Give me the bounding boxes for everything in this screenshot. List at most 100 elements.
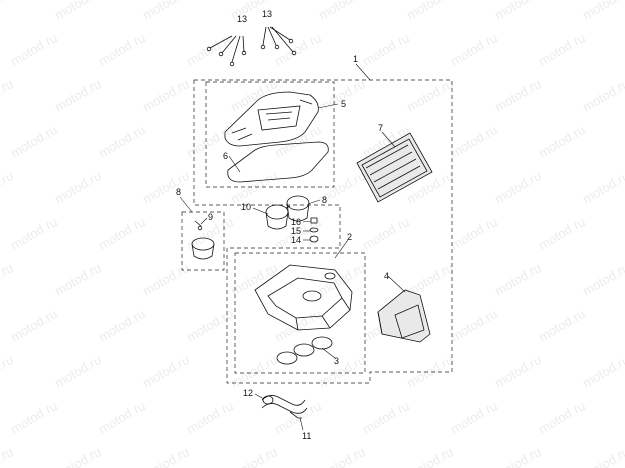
watermark-text: motod.ru — [448, 30, 500, 69]
intake-funnel-pair — [265, 195, 310, 230]
assembly-box-8 — [181, 211, 225, 271]
watermark-text: motod.ru — [184, 398, 236, 437]
watermark-text: motod.ru — [580, 76, 625, 115]
watermark-text: motod.ru — [448, 306, 500, 345]
watermark-text: motod.ru — [0, 76, 16, 115]
small-fixings — [309, 217, 319, 243]
watermark-text: motod.ru — [96, 398, 148, 437]
watermark-text: motod.ru — [228, 444, 280, 468]
watermark-text: motod.ru — [184, 122, 236, 161]
watermark-text: motod.ru — [140, 352, 192, 391]
watermark-text: motod.ru — [0, 0, 16, 23]
watermark-text: motod.ru — [8, 122, 60, 161]
watermark-text: motod.ru — [404, 0, 456, 23]
watermark-text: motod.ru — [96, 122, 148, 161]
watermark-text: motod.ru — [536, 398, 588, 437]
watermark-text: motod.ru — [580, 168, 625, 207]
watermark-text: motod.ru — [580, 0, 625, 23]
watermark-text: motod.ru — [8, 30, 60, 69]
watermark-text: motod.ru — [228, 352, 280, 391]
watermark-text: motod.ru — [8, 214, 60, 253]
watermark-text: motod.ru — [360, 214, 412, 253]
watermark-text: motod.ru — [52, 444, 104, 468]
watermark-text: motod.ru — [8, 306, 60, 345]
watermark-text: motod.ru — [492, 76, 544, 115]
watermark-text: motod.ru — [140, 76, 192, 115]
callout-13-left: 13 — [237, 14, 247, 24]
callout-10: 10 — [241, 202, 251, 212]
watermark-text: motod.ru — [492, 168, 544, 207]
callout-2: 2 — [347, 232, 352, 242]
watermark-text: motod.ru — [448, 214, 500, 253]
watermark-text: motod.ru — [0, 444, 16, 468]
watermark-text: motod.ru — [52, 0, 104, 23]
watermark-text: motod.ru — [536, 30, 588, 69]
watermark-text: motod.ru — [96, 30, 148, 69]
callouts: 13 13 1 5 6 7 8 8 9 10 16 15 14 2 4 3 12… — [176, 9, 389, 441]
air-box-lower — [254, 264, 353, 331]
callout-9: 9 — [208, 212, 213, 222]
watermark-text: motod.ru — [96, 306, 148, 345]
watermark-text: motod.ru — [52, 76, 104, 115]
watermark-text: motod.ru — [316, 0, 368, 23]
watermark-text: motod.ru — [184, 30, 236, 69]
leader-lines — [179, 63, 406, 431]
watermark-text: motod.ru — [536, 306, 588, 345]
air-filter — [356, 132, 433, 203]
callout-13-right: 13 — [262, 9, 272, 19]
watermark-text: motod.ru — [448, 122, 500, 161]
assembly-box-5 — [205, 81, 335, 188]
watermark-text: motod.ru — [580, 260, 625, 299]
watermark-text: motod.ru — [404, 444, 456, 468]
callout-12: 12 — [243, 388, 253, 398]
watermark-text: motod.ru — [580, 444, 625, 468]
callout-7: 7 — [378, 123, 383, 133]
watermark-text: motod.ru — [0, 352, 16, 391]
inlet-funnel-assembly — [191, 220, 215, 260]
callout-16: 16 — [291, 217, 301, 227]
watermark-text: motod.ru — [140, 168, 192, 207]
throttle-gaskets — [276, 336, 333, 365]
watermark-text: motod.ru — [0, 168, 16, 207]
watermark-text: motod.ru — [272, 398, 324, 437]
watermark-text: motod.ru — [360, 30, 412, 69]
watermark-text: motod.ru — [360, 398, 412, 437]
callout-8-right: 8 — [322, 195, 327, 205]
watermark-text: motod.ru — [492, 0, 544, 23]
watermark-text: motod.ru — [228, 0, 280, 23]
watermark-text: motod.ru — [140, 0, 192, 23]
watermark-text: motod.ru — [536, 214, 588, 253]
watermark-text: motod.ru — [492, 352, 544, 391]
callout-14: 14 — [291, 235, 301, 245]
watermark-text: motod.ru — [404, 352, 456, 391]
cover-seal — [227, 141, 329, 183]
watermark-text: motod.ru — [492, 260, 544, 299]
callout-8-left: 8 — [176, 187, 181, 197]
watermark-text: motod.ru — [52, 168, 104, 207]
watermark-text: motod.ru — [448, 398, 500, 437]
air-duct — [377, 289, 431, 343]
callout-11: 11 — [302, 431, 311, 441]
assembly-box-1 — [193, 79, 453, 384]
watermark-text: motod.ru — [316, 444, 368, 468]
watermark-text: motod.ru — [140, 444, 192, 468]
watermark-text: motod.ru — [228, 260, 280, 299]
watermark-text: motod.ru — [52, 260, 104, 299]
assembly-box-2 — [234, 252, 366, 374]
callout-5: 5 — [341, 99, 346, 109]
callout-3: 3 — [334, 356, 339, 366]
watermark-text: motod.ru — [580, 352, 625, 391]
callout-6: 6 — [223, 151, 228, 161]
watermark-text: motod.ru — [492, 444, 544, 468]
watermark-text: motod.ru — [316, 352, 368, 391]
watermark-text: motod.ru — [8, 398, 60, 437]
callout-4: 4 — [384, 271, 389, 281]
bolt-set-right — [260, 26, 297, 56]
watermark-text: motod.ru — [96, 214, 148, 253]
callout-15: 15 — [291, 226, 301, 236]
air-box-cover — [224, 91, 319, 147]
watermark-text: motod.ru — [140, 260, 192, 299]
watermark-text: motod.ru — [404, 76, 456, 115]
